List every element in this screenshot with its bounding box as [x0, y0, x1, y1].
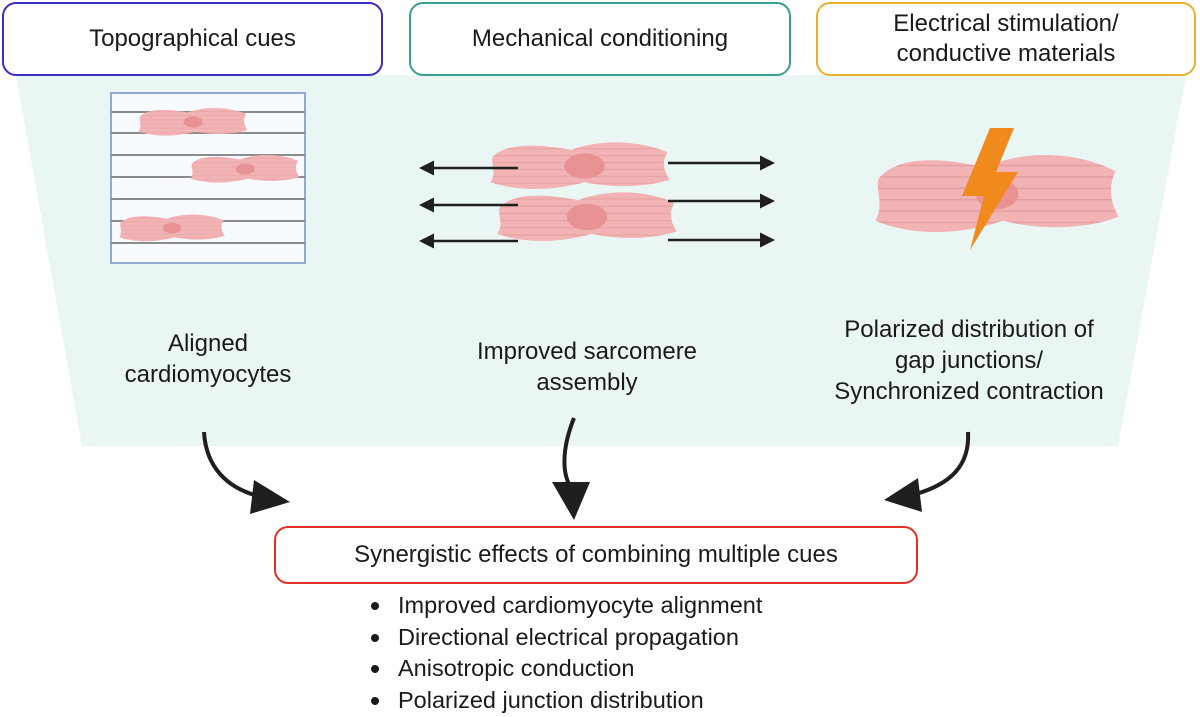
grid-cell	[190, 155, 300, 183]
topographical-cues-box: Topographical cues	[2, 2, 383, 76]
electrical-stimulation-label-line1: Electrical stimulation/	[893, 10, 1119, 37]
mechanical-conditioning-label: Mechanical conditioning	[471, 25, 729, 52]
electrically-stimulated-cell	[875, 128, 1119, 250]
gap-junctions-text: Polarized distribution of gap junctions/…	[808, 314, 1130, 407]
curved-arrow-icon	[202, 431, 259, 498]
gap-line2: gap junctions/	[894, 347, 1044, 374]
flow-arrowhead	[552, 482, 590, 520]
synergistic-effects-title: Synergistic effects of combining multipl…	[354, 541, 838, 568]
list-item: Improved cardiomyocyte alignment	[370, 590, 762, 622]
gap-line3: Synchronized contraction	[834, 378, 1104, 405]
flow-arrowhead	[250, 480, 290, 514]
aligned-line1: Aligned	[167, 330, 249, 357]
aligned-line2: cardiomyocytes	[124, 361, 292, 388]
topography-grid-icon	[110, 92, 306, 264]
topographical-cues-label: Topographical cues	[89, 25, 296, 52]
sarcomere-line2: assembly	[536, 369, 638, 396]
stretched-cell	[490, 142, 670, 189]
curved-arrow-icon	[562, 417, 576, 487]
synergistic-effects-box: Synergistic effects of combining multipl…	[274, 526, 918, 584]
list-item: Directional electrical propagation	[370, 622, 762, 654]
list-item: Anisotropic conduction	[370, 653, 762, 685]
grid-cell	[138, 108, 248, 136]
stretch-arrows-icon	[419, 142, 775, 249]
aligned-cardiomyocytes-text: Aligned cardiomyocytes	[100, 328, 316, 390]
electrical-stimulation-box: Electrical stimulation/ conductive mater…	[816, 2, 1196, 76]
list-item: Polarized junction distribution	[370, 685, 762, 717]
sarcomere-line1: Improved sarcomere	[476, 338, 698, 365]
curved-arrow-icon	[915, 431, 971, 496]
sarcomere-assembly-text: Improved sarcomere assembly	[446, 336, 728, 398]
stretched-cell	[497, 192, 677, 241]
electrical-stimulation-label-line2: conductive materials	[896, 40, 1116, 67]
mechanical-conditioning-box: Mechanical conditioning	[409, 2, 791, 76]
grid-cell	[119, 214, 225, 242]
flow-arrowhead	[884, 478, 922, 512]
synergy-bullet-list: Improved cardiomyocyte alignment Directi…	[370, 590, 762, 716]
gap-line1: Polarized distribution of	[844, 316, 1094, 343]
lightning-bolt-icon	[962, 128, 1018, 250]
